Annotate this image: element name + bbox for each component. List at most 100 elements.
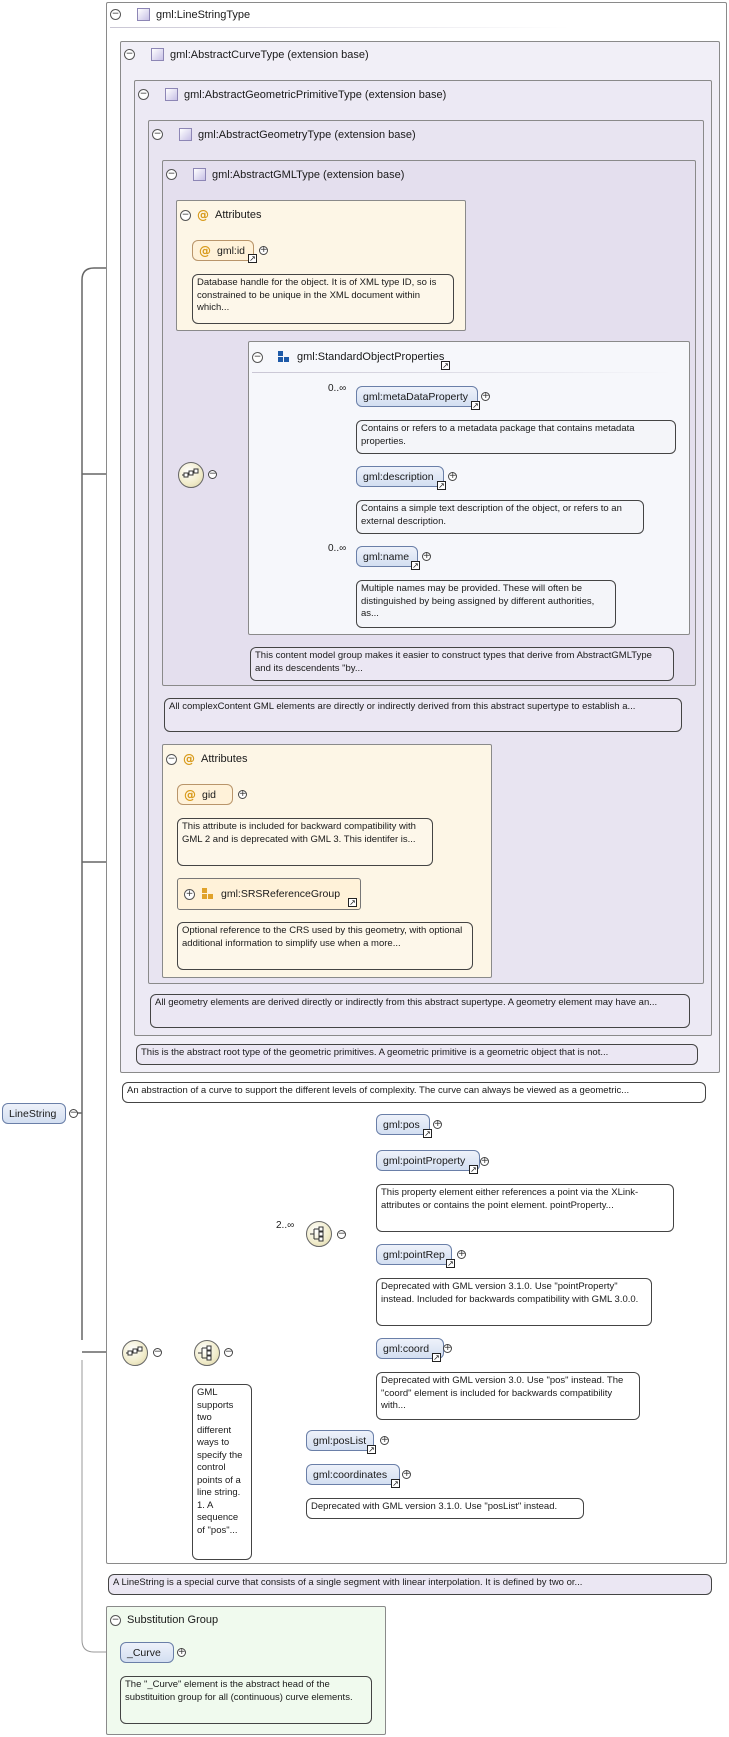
expand-icon[interactable]: + bbox=[448, 471, 457, 481]
coord-doc: Deprecated with GML version 3.0. Use "po… bbox=[376, 1372, 640, 1420]
attribute-icon: @ bbox=[199, 243, 211, 258]
srs-reference-group-label: gml:SRSReferenceGroup bbox=[221, 888, 341, 900]
collapse-root-icon[interactable]: − bbox=[69, 1108, 78, 1118]
srs-reference-group-doc: Optional reference to the CRS used by th… bbox=[177, 922, 473, 970]
gml-coordinates-element[interactable]: gml:coordinates bbox=[306, 1464, 400, 1485]
sequence-icon bbox=[178, 462, 204, 488]
element-label: gml:coord bbox=[383, 1342, 430, 1355]
gml-id-doc: Database handle for the object. It is of… bbox=[192, 274, 454, 324]
collapse-choice-icon[interactable]: − bbox=[224, 1347, 233, 1357]
linestring-root-element[interactable]: LineString bbox=[2, 1103, 66, 1124]
element-label: gml:description bbox=[363, 470, 434, 483]
reference-arrow-icon: ↗ bbox=[471, 401, 480, 410]
abstract-geometry-label: gml:AbstractGeometryType (extension base… bbox=[198, 128, 416, 141]
gml-id-attribute[interactable]: @ gml:id bbox=[192, 240, 254, 261]
expand-icon[interactable]: + bbox=[422, 551, 431, 561]
collapse-icon[interactable]: − bbox=[180, 209, 191, 221]
choice-doc: GML supports two different ways to speci… bbox=[192, 1384, 252, 1560]
collapse-icon[interactable]: − bbox=[124, 49, 135, 60]
gml-coord-element[interactable]: gml:coord bbox=[376, 1338, 444, 1359]
abstract-primitive-label: gml:AbstractGeometricPrimitiveType (exte… bbox=[184, 88, 447, 101]
element-label: LineString bbox=[9, 1107, 57, 1120]
collapse-icon[interactable]: − bbox=[138, 89, 149, 100]
collapse-icon[interactable]: − bbox=[110, 9, 121, 20]
complex-type-icon bbox=[193, 168, 206, 181]
gml-description-element[interactable]: gml:description bbox=[356, 466, 444, 487]
pointproperty-doc: This property element either references … bbox=[376, 1184, 674, 1232]
abstract-curve-label: gml:AbstractCurveType (extension base) bbox=[170, 48, 369, 61]
collapse-icon[interactable]: − bbox=[110, 1614, 121, 1626]
abstract-gml-label: gml:AbstractGMLType (extension base) bbox=[212, 168, 405, 181]
collapse-icon[interactable]: − bbox=[166, 753, 177, 765]
gml-name-element[interactable]: gml:name bbox=[356, 546, 418, 567]
choice-icon bbox=[306, 1221, 332, 1247]
choice-occurrence: 2..∞ bbox=[276, 1220, 295, 1231]
expand-icon[interactable]: + bbox=[433, 1119, 442, 1129]
reference-arrow-icon: ↗ bbox=[391, 1479, 400, 1488]
expand-icon[interactable]: + bbox=[443, 1343, 452, 1353]
name-doc: Multiple names may be provided. These wi… bbox=[356, 580, 616, 628]
pointrep-doc: Deprecated with GML version 3.1.0. Use "… bbox=[376, 1278, 652, 1326]
standard-object-properties-doc: This content model group makes it easier… bbox=[250, 647, 674, 681]
gid-doc: This attribute is included for backward … bbox=[177, 818, 433, 866]
choice-icon bbox=[194, 1340, 220, 1366]
metadata-occurrence: 0..∞ bbox=[328, 383, 347, 394]
gid-label: gid bbox=[202, 788, 217, 801]
attributes-title: Attributes bbox=[201, 753, 248, 765]
expand-icon[interactable]: + bbox=[177, 1647, 186, 1657]
element-label: gml:pointProperty bbox=[383, 1154, 466, 1167]
gid-attribute[interactable]: @ gid bbox=[177, 784, 233, 805]
abstract-primitive-header: − gml:AbstractGeometricPrimitiveType (ex… bbox=[138, 88, 446, 101]
expand-icon[interactable]: + bbox=[184, 888, 195, 900]
element-label: gml:pointRep bbox=[383, 1248, 445, 1261]
gml-poslist-element[interactable]: gml:posList bbox=[306, 1430, 374, 1451]
attribute-group-icon bbox=[202, 888, 213, 899]
collapse-icon[interactable]: − bbox=[152, 129, 163, 140]
linestring-doc: A LineString is a special curve that con… bbox=[108, 1574, 712, 1595]
standard-object-properties-header: − gml:StandardObjectProperties bbox=[252, 350, 444, 364]
expand-icon[interactable]: + bbox=[402, 1469, 411, 1479]
collapse-choice-icon[interactable]: − bbox=[337, 1229, 346, 1239]
reference-arrow-icon: ↗ bbox=[367, 1445, 376, 1454]
metadataproperty-doc: Contains or refers to a metadata package… bbox=[356, 420, 676, 454]
abstract-geometry-doc: All geometry elements are derived direct… bbox=[150, 994, 690, 1028]
group-icon bbox=[278, 351, 289, 362]
curve-element[interactable]: _Curve bbox=[120, 1642, 174, 1663]
substitution-group-header: − Substitution Group bbox=[110, 1614, 218, 1626]
collapse-icon[interactable]: − bbox=[166, 169, 177, 180]
collapse-sequence-icon[interactable]: − bbox=[208, 469, 217, 479]
gml-id-label: gml:id bbox=[217, 244, 246, 257]
abstract-gml-header: − gml:AbstractGMLType (extension base) bbox=[166, 168, 404, 181]
element-label: gml:name bbox=[363, 550, 410, 563]
abstract-geometry-header: − gml:AbstractGeometryType (extension ba… bbox=[152, 128, 416, 141]
linestring-type-label: gml:LineStringType bbox=[156, 8, 251, 21]
gml-metadataproperty-element[interactable]: gml:metaDataProperty bbox=[356, 386, 478, 407]
expand-icon[interactable]: + bbox=[259, 245, 268, 255]
gml-pointproperty-element[interactable]: gml:pointProperty bbox=[376, 1150, 480, 1171]
expand-icon[interactable]: + bbox=[481, 391, 490, 401]
abstract-primitive-doc: This is the abstract root type of the ge… bbox=[136, 1044, 698, 1065]
complex-type-icon bbox=[179, 128, 192, 141]
expand-icon[interactable]: + bbox=[480, 1156, 489, 1166]
gml-pointrep-element[interactable]: gml:pointRep bbox=[376, 1244, 452, 1265]
gml-pos-element[interactable]: gml:pos bbox=[376, 1114, 430, 1135]
abstract-curve-doc: An abstraction of a curve to support the… bbox=[122, 1082, 706, 1103]
name-occurrence: 0..∞ bbox=[328, 543, 347, 554]
reference-arrow-icon: ↗ bbox=[432, 1353, 441, 1362]
srs-reference-group[interactable]: + gml:SRSReferenceGroup bbox=[177, 878, 361, 910]
reference-arrow-icon: ↗ bbox=[411, 561, 420, 570]
collapse-sequence-icon[interactable]: − bbox=[153, 1347, 162, 1357]
collapse-icon[interactable]: − bbox=[252, 351, 263, 363]
attribute-icon: @ bbox=[183, 752, 195, 766]
expand-icon[interactable]: + bbox=[457, 1249, 466, 1259]
attributes-title: Attributes bbox=[215, 209, 262, 221]
element-label: gml:metaDataProperty bbox=[363, 390, 469, 403]
geometry-attributes-header: − @ Attributes bbox=[166, 752, 247, 766]
expand-icon[interactable]: + bbox=[380, 1435, 389, 1445]
complex-type-icon bbox=[137, 8, 150, 21]
curve-doc: The "_Curve" element is the abstract hea… bbox=[120, 1676, 372, 1724]
standard-object-properties-label: gml:StandardObjectProperties bbox=[297, 351, 445, 363]
element-label: gml:posList bbox=[313, 1434, 367, 1447]
reference-arrow-icon: ↗ bbox=[446, 1259, 455, 1268]
expand-icon[interactable]: + bbox=[238, 789, 247, 799]
